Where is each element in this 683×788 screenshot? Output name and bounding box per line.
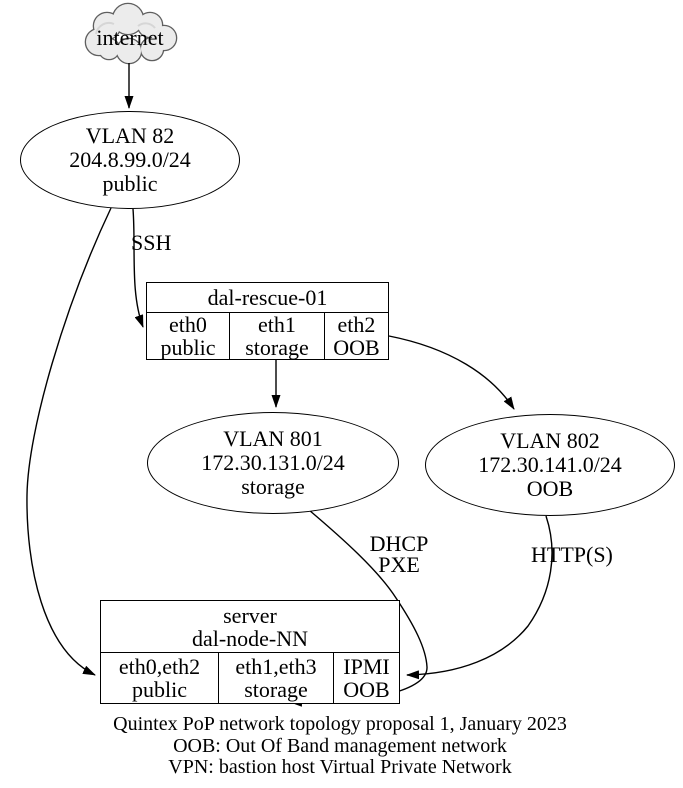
vlan802-subnet: 172.30.141.0/24 bbox=[478, 452, 622, 477]
port-rescue-eth0: eth0 public bbox=[147, 313, 230, 359]
server-title-line1: server bbox=[223, 602, 277, 628]
server-ports-row: eth0,eth2 public eth1,eth3 storage IPMI … bbox=[101, 653, 399, 703]
vlan82-subnet: 204.8.99.0/24 bbox=[69, 147, 191, 172]
vlan801-role: storage bbox=[241, 474, 305, 499]
edge-rescue-eth2-to-vlan802 bbox=[388, 335, 515, 410]
node-vlan801: VLAN 801 172.30.131.0/24 storage bbox=[147, 412, 399, 514]
edge-label-dhcp: DHCP bbox=[369, 531, 429, 556]
port-iface: IPMI bbox=[343, 654, 390, 679]
port-server-eth0-eth2: eth0,eth2 public bbox=[101, 653, 219, 703]
port-iface: eth1 bbox=[258, 312, 296, 337]
vlan82-role: public bbox=[102, 171, 158, 196]
diagram-caption: Quintex PoP network topology proposal 1,… bbox=[10, 713, 670, 779]
node-vlan82: VLAN 82 204.8.99.0/24 public bbox=[20, 111, 240, 209]
edge-vlan82-to-rescue-eth0-ssh bbox=[132, 208, 144, 328]
edge-label-pxe: PXE bbox=[378, 552, 420, 577]
port-iface: eth2 bbox=[337, 312, 376, 337]
dal-rescue-ports-row: eth0 public eth1 storage eth2 OOB bbox=[147, 313, 388, 359]
port-network: OOB bbox=[333, 335, 380, 360]
port-network: public bbox=[160, 335, 216, 360]
node-server-dal-node-NN: server dal-node-NN eth0,eth2 public eth1… bbox=[100, 600, 400, 704]
node-dal-rescue-01: dal-rescue-01 eth0 public eth1 storage e… bbox=[146, 282, 389, 360]
port-iface: eth1,eth3 bbox=[235, 654, 317, 679]
port-network: storage bbox=[245, 335, 309, 360]
caption-line2: OOB: Out Of Band management network bbox=[173, 734, 507, 757]
vlan801-subnet: 172.30.131.0/24 bbox=[201, 450, 345, 475]
port-rescue-eth1: eth1 storage bbox=[230, 313, 325, 359]
server-title: server dal-node-NN bbox=[101, 601, 399, 653]
port-network: public bbox=[132, 677, 187, 702]
vlan802-name: VLAN 802 bbox=[500, 428, 600, 453]
port-network: OOB bbox=[343, 677, 390, 702]
server-title-line2: dal-node-NN bbox=[191, 625, 309, 651]
caption-line3: VPN: bastion host Virtual Private Networ… bbox=[168, 756, 512, 778]
caption-line1: Quintex PoP network topology proposal 1,… bbox=[113, 713, 567, 735]
port-rescue-eth2: eth2 OOB bbox=[325, 313, 388, 359]
dal-rescue-title: dal-rescue-01 bbox=[147, 283, 388, 313]
port-iface: eth0 bbox=[169, 312, 207, 337]
edge-label-https: HTTP(S) bbox=[531, 542, 613, 567]
edge-label-dhcp-pxe: DHCP PXE bbox=[356, 531, 442, 577]
vlan802-role: OOB bbox=[526, 476, 574, 501]
edge-vlan802-to-server-ipmi-https bbox=[406, 515, 553, 680]
port-server-ipmi: IPMI OOB bbox=[334, 653, 399, 703]
port-server-eth1-eth3: eth1,eth3 storage bbox=[219, 653, 334, 703]
edge-label-ssh: SSH bbox=[131, 230, 172, 255]
edge-vlan82-to-server-eth0 bbox=[26, 207, 112, 676]
node-vlan802: VLAN 802 172.30.141.0/24 OOB bbox=[425, 414, 675, 516]
internet-cloud-shape bbox=[84, 2, 178, 65]
port-network: storage bbox=[244, 677, 308, 702]
port-iface: eth0,eth2 bbox=[118, 654, 201, 679]
internet-node-label: internet bbox=[96, 25, 164, 50]
vlan801-name: VLAN 801 bbox=[223, 426, 323, 451]
vlan82-name: VLAN 82 bbox=[85, 123, 175, 148]
